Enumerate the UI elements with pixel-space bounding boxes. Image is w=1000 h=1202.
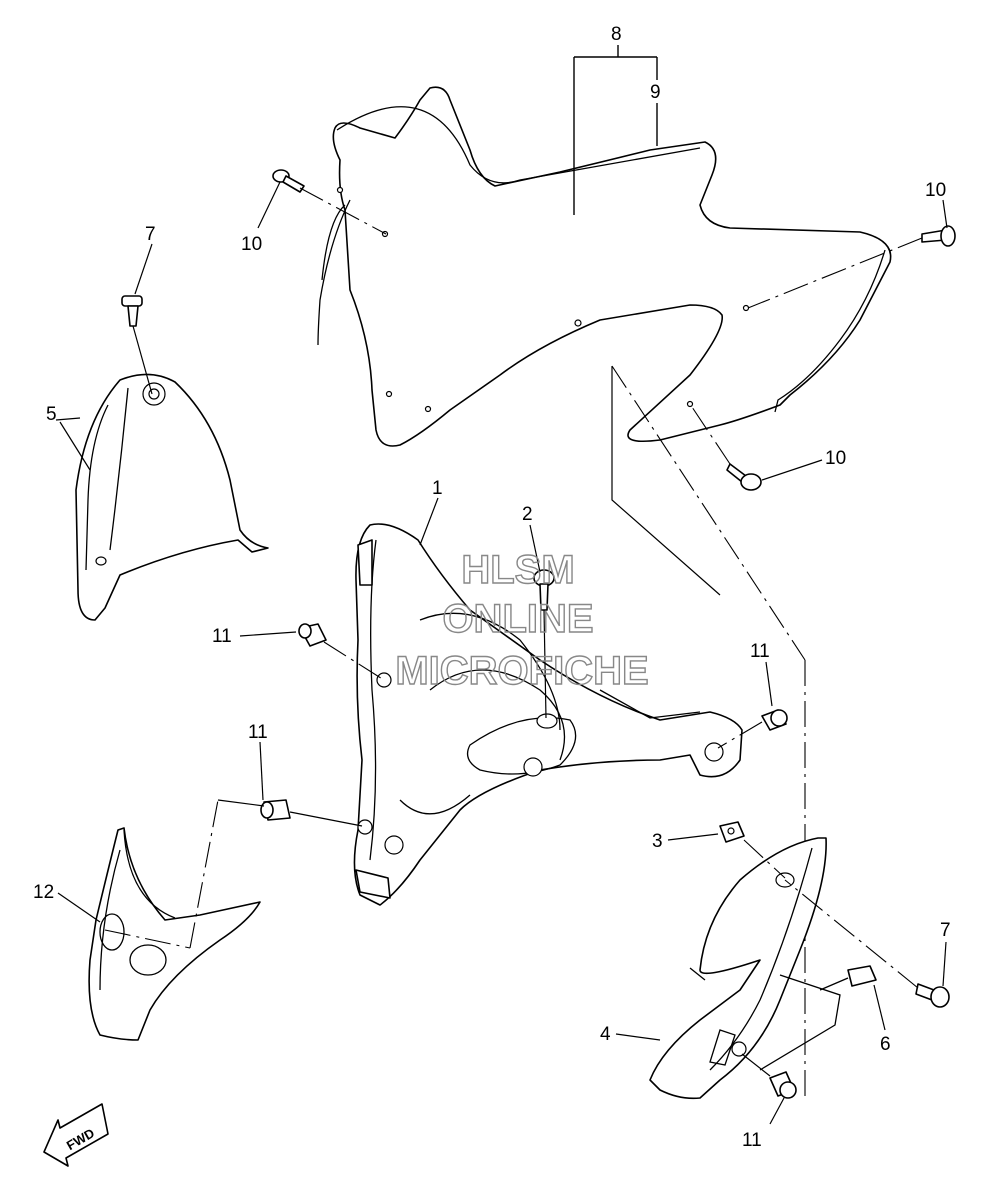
collar-11-right: [717, 661, 788, 749]
callout-9: 9: [650, 82, 661, 103]
collar-11-left-upper: [239, 623, 385, 681]
callout-bracket-8-9: [573, 45, 658, 215]
front-cowl-1: [353, 497, 743, 906]
callout-10-right: 10: [925, 180, 946, 201]
screw-10-right: [747, 199, 956, 309]
screw-10-lower: [689, 403, 823, 491]
clip-6: [819, 965, 886, 1031]
watermark-line-3: MICROFICHE: [395, 649, 648, 693]
callout-12: 12: [33, 882, 54, 903]
callout-11-left-upper: 11: [212, 626, 232, 647]
callout-11-left-lower: 11: [248, 722, 268, 743]
callout-11-right: 11: [750, 641, 770, 662]
watermark: HLSM ONLINE MICROFICHE: [395, 547, 650, 693]
callout-10-left: 10: [241, 234, 262, 255]
screw-2: [529, 524, 555, 719]
screw-7-lower: [784, 879, 950, 1008]
callout-3: 3: [652, 831, 663, 852]
watermark-line-1: HLSM: [461, 548, 574, 592]
nut-3: [667, 821, 786, 879]
callout-1: 1: [432, 478, 443, 499]
screw-7-upper: [121, 243, 153, 395]
callout-7-upper: 7: [145, 224, 156, 245]
screw-10-left: [257, 169, 387, 235]
collar-11-left-lower: [259, 741, 363, 827]
side-cover-4: [615, 837, 841, 1100]
fwd-arrow-icon: FWD: [43, 1103, 109, 1167]
windscreen-part: [317, 86, 892, 447]
callout-7-lower: 7: [940, 920, 951, 941]
callout-5: 5: [46, 404, 57, 425]
side-cover-5: [55, 373, 269, 621]
callout-2: 2: [522, 504, 533, 525]
callout-10-lower: 10: [825, 448, 846, 469]
callout-8: 8: [611, 24, 622, 45]
callout-6: 6: [880, 1034, 891, 1055]
collar-11-bottom: [741, 1053, 797, 1125]
callout-11-bottom: 11: [742, 1130, 762, 1151]
callout-4: 4: [600, 1024, 611, 1045]
lower-panel-12: [57, 799, 265, 1041]
watermark-line-2: ONLINE: [442, 597, 593, 641]
